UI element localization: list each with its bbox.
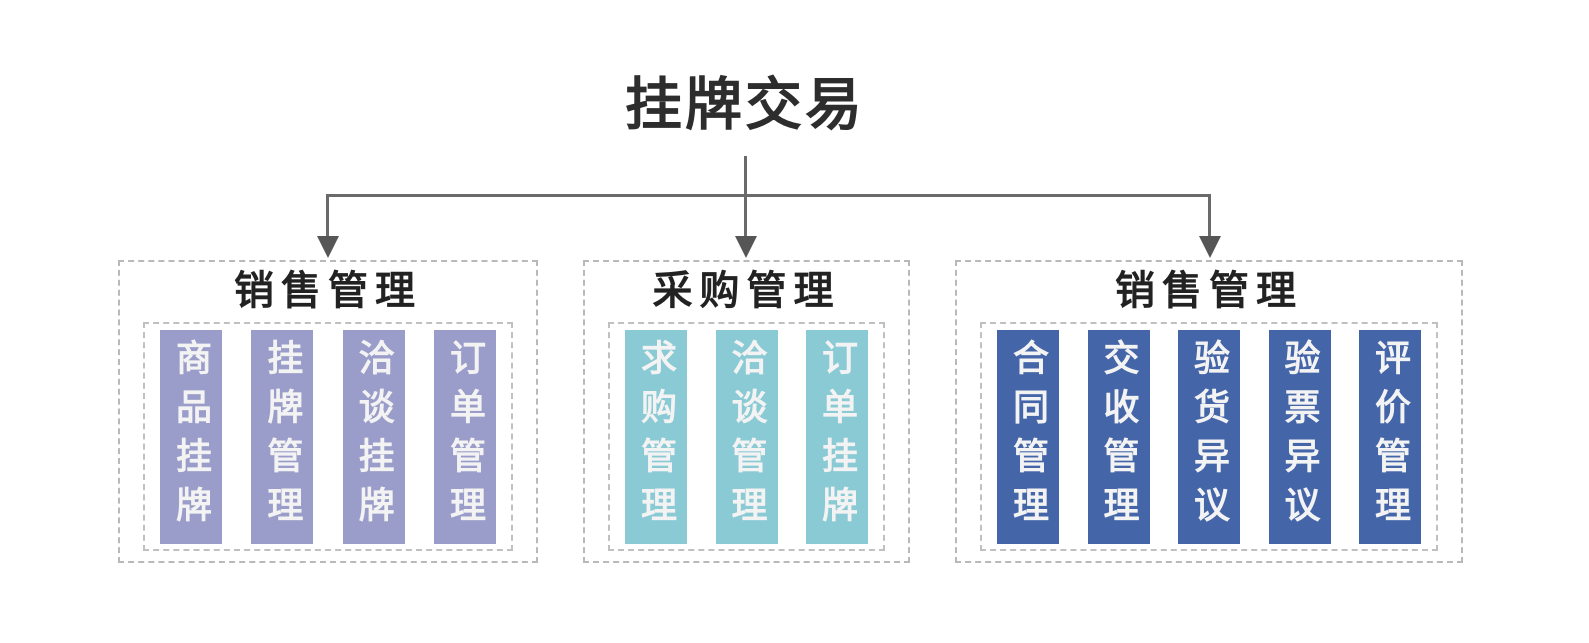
module-label: 洽谈管理 (726, 338, 768, 535)
arrow-down-icon (1199, 236, 1221, 258)
modules-panel: 求购管理 洽谈管理 订单挂牌 (608, 322, 885, 551)
module-column: 订单挂牌 (806, 329, 868, 544)
arrow-down-icon (735, 236, 757, 258)
group-procurement-management: 采购管理 求购管理 洽谈管理 订单挂牌 (583, 260, 910, 563)
module-column: 商品挂牌 (160, 329, 222, 544)
group-sales-management-left: 销售管理 商品挂牌 挂牌管理 洽谈挂牌 订单管理 (118, 260, 538, 563)
module-column: 评价管理 (1359, 329, 1421, 544)
modules-panel: 合同管理 交收管理 验货异议 验票异议 评价管理 (980, 322, 1438, 551)
module-label: 求购管理 (636, 338, 677, 535)
module-column: 合同管理 (997, 329, 1059, 544)
module-label: 订单管理 (444, 338, 486, 535)
module-column: 交收管理 (1087, 329, 1150, 544)
modules-panel: 商品挂牌 挂牌管理 洽谈挂牌 订单管理 (143, 322, 513, 551)
module-label: 验票异议 (1279, 338, 1321, 535)
module-label: 洽谈挂牌 (353, 338, 395, 535)
group-title: 销售管理 (1115, 269, 1303, 313)
connector-drop-right-line (1208, 194, 1211, 238)
module-label: 验货异议 (1189, 338, 1230, 535)
diagram-title: 挂牌交易 (625, 73, 865, 137)
module-column: 洽谈管理 (715, 329, 778, 544)
group-title: 销售管理 (234, 269, 422, 313)
module-column: 洽谈挂牌 (342, 329, 405, 544)
module-column: 验票异议 (1268, 329, 1331, 544)
module-label: 交收管理 (1098, 338, 1140, 535)
group-title: 采购管理 (652, 269, 841, 313)
group-sales-management-right: 销售管理 合同管理 交收管理 验货异议 验票异议 评价管理 (955, 260, 1463, 563)
module-label: 合同管理 (1008, 338, 1049, 535)
module-label: 挂牌管理 (262, 338, 304, 535)
module-column: 订单管理 (433, 329, 496, 544)
module-column: 验货异议 (1178, 329, 1240, 544)
module-column: 挂牌管理 (251, 329, 314, 544)
module-label: 订单挂牌 (817, 338, 858, 535)
arrow-down-icon (317, 236, 339, 258)
connector-drop-left-line (326, 194, 329, 238)
module-label: 商品挂牌 (171, 338, 212, 535)
connector-horizontal-line (327, 194, 1211, 197)
module-label: 评价管理 (1370, 338, 1411, 535)
module-column: 求购管理 (625, 329, 687, 544)
